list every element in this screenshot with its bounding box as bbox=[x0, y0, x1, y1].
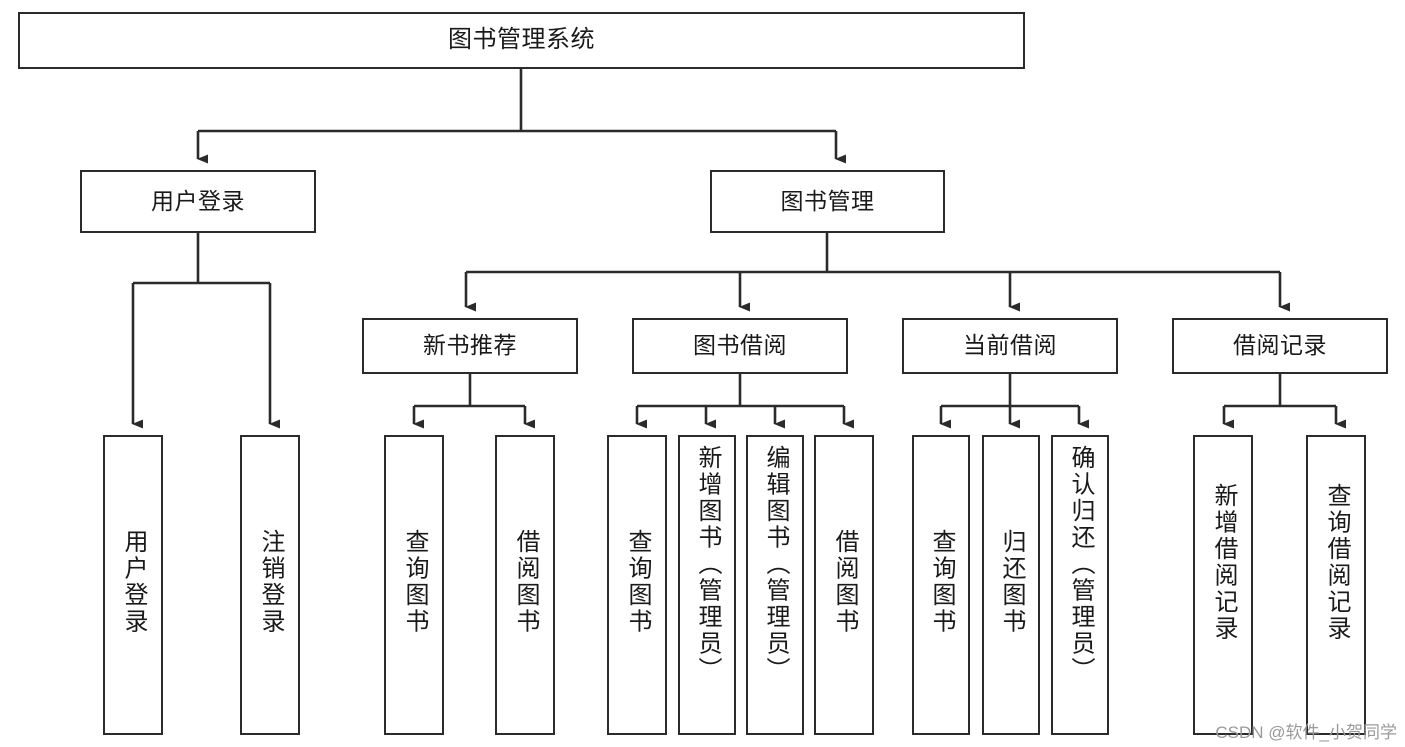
node-label: 用户登录 bbox=[151, 187, 245, 214]
leaf-query-borrow-record[interactable]: 查询借阅记录 bbox=[1306, 435, 1366, 735]
leaf-confirm-return-admin[interactable]: 确认归还（管理员） bbox=[1051, 435, 1109, 735]
node-label: 借阅记录 bbox=[1233, 332, 1327, 359]
node-user-login[interactable]: 用户登录 bbox=[80, 170, 316, 233]
leaf-query-book-current[interactable]: 查询图书 bbox=[912, 435, 970, 735]
node-label: 图书管理 bbox=[780, 187, 875, 214]
leaf-label: 归还图书 bbox=[998, 529, 1025, 635]
node-root-book-management-system[interactable]: 图书管理系统 bbox=[18, 12, 1025, 69]
csdn-watermark: CSDN @软件_小贺同学 bbox=[1215, 723, 1397, 742]
leaf-label: 编辑图书（管理员） bbox=[762, 445, 789, 684]
leaf-add-borrow-record[interactable]: 新增借阅记录 bbox=[1193, 435, 1253, 735]
node-book-management[interactable]: 图书管理 bbox=[710, 170, 945, 233]
leaf-borrow-book-new[interactable]: 借阅图书 bbox=[495, 435, 555, 735]
leaf-add-book-admin[interactable]: 新增图书（管理员） bbox=[678, 435, 736, 735]
leaf-label: 查询图书 bbox=[624, 529, 651, 635]
leaf-edit-book-admin[interactable]: 编辑图书（管理员） bbox=[746, 435, 804, 735]
leaf-label: 注销登录 bbox=[257, 529, 284, 635]
node-label: 新书推荐 bbox=[423, 332, 517, 359]
leaf-user-login[interactable]: 用户登录 bbox=[103, 435, 163, 735]
leaf-label: 借阅图书 bbox=[831, 529, 858, 635]
node-new-book-recommendation[interactable]: 新书推荐 bbox=[362, 318, 578, 374]
leaf-borrow-book-borrow[interactable]: 借阅图书 bbox=[814, 435, 874, 735]
leaf-query-book-new[interactable]: 查询图书 bbox=[384, 435, 444, 735]
node-borrowing-records[interactable]: 借阅记录 bbox=[1172, 318, 1388, 374]
node-label: 当前借阅 bbox=[963, 332, 1057, 359]
leaf-logout[interactable]: 注销登录 bbox=[240, 435, 300, 735]
leaf-label: 查询图书 bbox=[401, 529, 428, 635]
leaf-label: 新增图书（管理员） bbox=[694, 445, 721, 684]
leaf-query-book-borrow[interactable]: 查询图书 bbox=[607, 435, 667, 735]
leaf-label: 用户登录 bbox=[120, 529, 147, 635]
node-label: 图书借阅 bbox=[693, 332, 787, 359]
leaf-label: 查询图书 bbox=[928, 529, 955, 635]
leaf-label: 查询借阅记录 bbox=[1323, 483, 1350, 642]
leaf-label: 新增借阅记录 bbox=[1210, 483, 1237, 642]
node-book-borrowing[interactable]: 图书借阅 bbox=[632, 318, 848, 374]
leaf-return-book[interactable]: 归还图书 bbox=[982, 435, 1040, 735]
leaf-label: 借阅图书 bbox=[512, 529, 539, 635]
node-current-borrowing[interactable]: 当前借阅 bbox=[902, 318, 1118, 374]
leaf-label: 确认归还（管理员） bbox=[1067, 445, 1094, 684]
node-label: 图书管理系统 bbox=[448, 26, 595, 54]
